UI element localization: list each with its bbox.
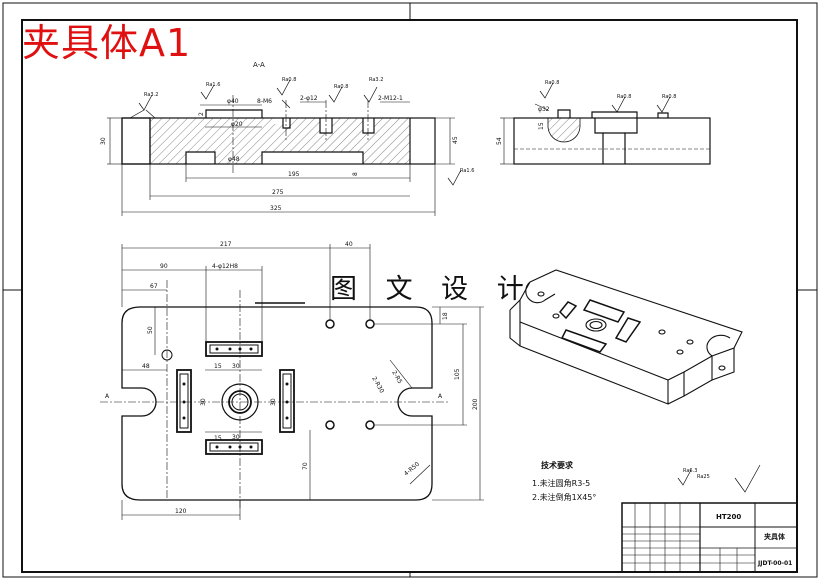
ra-11: Ra25 xyxy=(697,474,710,480)
ra-5: Ra3.2 xyxy=(369,77,383,83)
dim-105: 105 xyxy=(454,368,461,380)
tech-req-title: 技术要求 xyxy=(541,461,573,470)
dim-90: 90 xyxy=(160,263,168,270)
section-hatch xyxy=(150,118,410,164)
section-outline xyxy=(121,109,436,165)
roughness-symbols xyxy=(129,79,761,493)
dim-phi32: φ32 xyxy=(538,106,550,113)
dim-48: 48 xyxy=(142,363,150,370)
dim-120: 120 xyxy=(175,508,187,515)
end-view: φ32 15 54 xyxy=(496,103,711,165)
plan-view: 217 40 90 4-φ12H8 67 50 48 15 30 30 15 3… xyxy=(100,241,484,520)
dim-2-phi12: 2-φ12 xyxy=(300,95,318,102)
watermark-text: 图 文 设 计 xyxy=(330,274,534,305)
dim-2-r5: 2-R5 xyxy=(390,370,403,386)
dim-30-d: 30 xyxy=(232,363,240,370)
dim-30-c: 30 xyxy=(232,434,240,441)
ra-4: Ra0.8 xyxy=(334,84,348,90)
dim-275: 275 xyxy=(272,189,284,196)
dim-30-a: 30 xyxy=(200,398,207,406)
ra-9: Ra0.8 xyxy=(662,94,676,100)
dim-50: 50 xyxy=(147,326,154,334)
dim-30: 30 xyxy=(100,137,107,145)
dim-54: 54 xyxy=(496,137,503,145)
tech-req-line-2: 2.未注倒角1X45° xyxy=(532,493,597,502)
sheet-title-red: 夹具体A1 xyxy=(22,21,192,65)
tech-req-line-1: 1.未注圆角R3-5 xyxy=(532,479,591,488)
dim-200: 200 xyxy=(472,398,479,410)
dim-phi20: φ20 xyxy=(231,121,243,128)
plan-outline xyxy=(121,306,433,501)
dim-70: 70 xyxy=(302,462,309,470)
dim-4-r50: 4-R50 xyxy=(403,461,421,478)
dim-15-a: 15 xyxy=(214,363,222,370)
iso-top-face xyxy=(519,269,743,381)
dim-325: 325 xyxy=(270,205,282,212)
title-drawing-code: JJDT-00-01 xyxy=(757,560,792,567)
dim-217: 217 xyxy=(220,241,232,248)
ra-3: Ra0.8 xyxy=(282,77,296,83)
section-label: A-A xyxy=(253,61,265,69)
ra-7: Ra0.8 xyxy=(545,80,559,86)
dim-8-m6: 8-M6 xyxy=(257,98,272,105)
dim-15-b: 15 xyxy=(214,435,222,442)
dim-phi40: φ40 xyxy=(227,98,239,105)
dim-8: 8 xyxy=(352,172,359,176)
iso-front-face xyxy=(519,322,735,405)
ra-1: Ra3.2 xyxy=(144,92,158,98)
dim-2: 2 xyxy=(198,112,205,116)
plan-slots xyxy=(161,319,375,455)
section-dim-lines xyxy=(107,99,455,216)
dim-2-m12-1: 2-M12-1 xyxy=(378,95,403,102)
title-material: HT200 xyxy=(716,513,741,521)
ra-2: Ra1.6 xyxy=(206,82,220,88)
dim-phi48: φ48 xyxy=(228,156,240,163)
plan-dim-lines xyxy=(121,244,484,520)
section-mark-a-left: A xyxy=(105,393,110,400)
section-view-a-a: A-A xyxy=(100,61,459,216)
title-block xyxy=(621,502,798,573)
section-mark-a-right: A xyxy=(438,393,443,400)
dim-195: 195 xyxy=(288,171,300,178)
ra-6: Ra1.6 xyxy=(460,168,474,174)
dim-18: 18 xyxy=(442,312,449,320)
dim-4-phi12h8: 4-φ12H8 xyxy=(212,263,238,270)
isometric-view xyxy=(509,269,743,405)
ra-8: Ra0.8 xyxy=(617,94,631,100)
center-lines xyxy=(232,95,369,175)
dim-40: 40 xyxy=(345,241,353,248)
plan-center-lines xyxy=(100,280,450,510)
title-part-name: 夹具体 xyxy=(764,532,786,541)
dim-30-b: 30 xyxy=(270,398,277,406)
ra-10: Ra6.3 xyxy=(683,468,697,474)
end-hatch xyxy=(547,117,581,143)
dim-2-r30: 2-R30 xyxy=(370,376,385,395)
dim-45: 45 xyxy=(452,136,459,144)
dim-15-end: 15 xyxy=(538,122,545,130)
dim-67: 67 xyxy=(150,283,158,290)
